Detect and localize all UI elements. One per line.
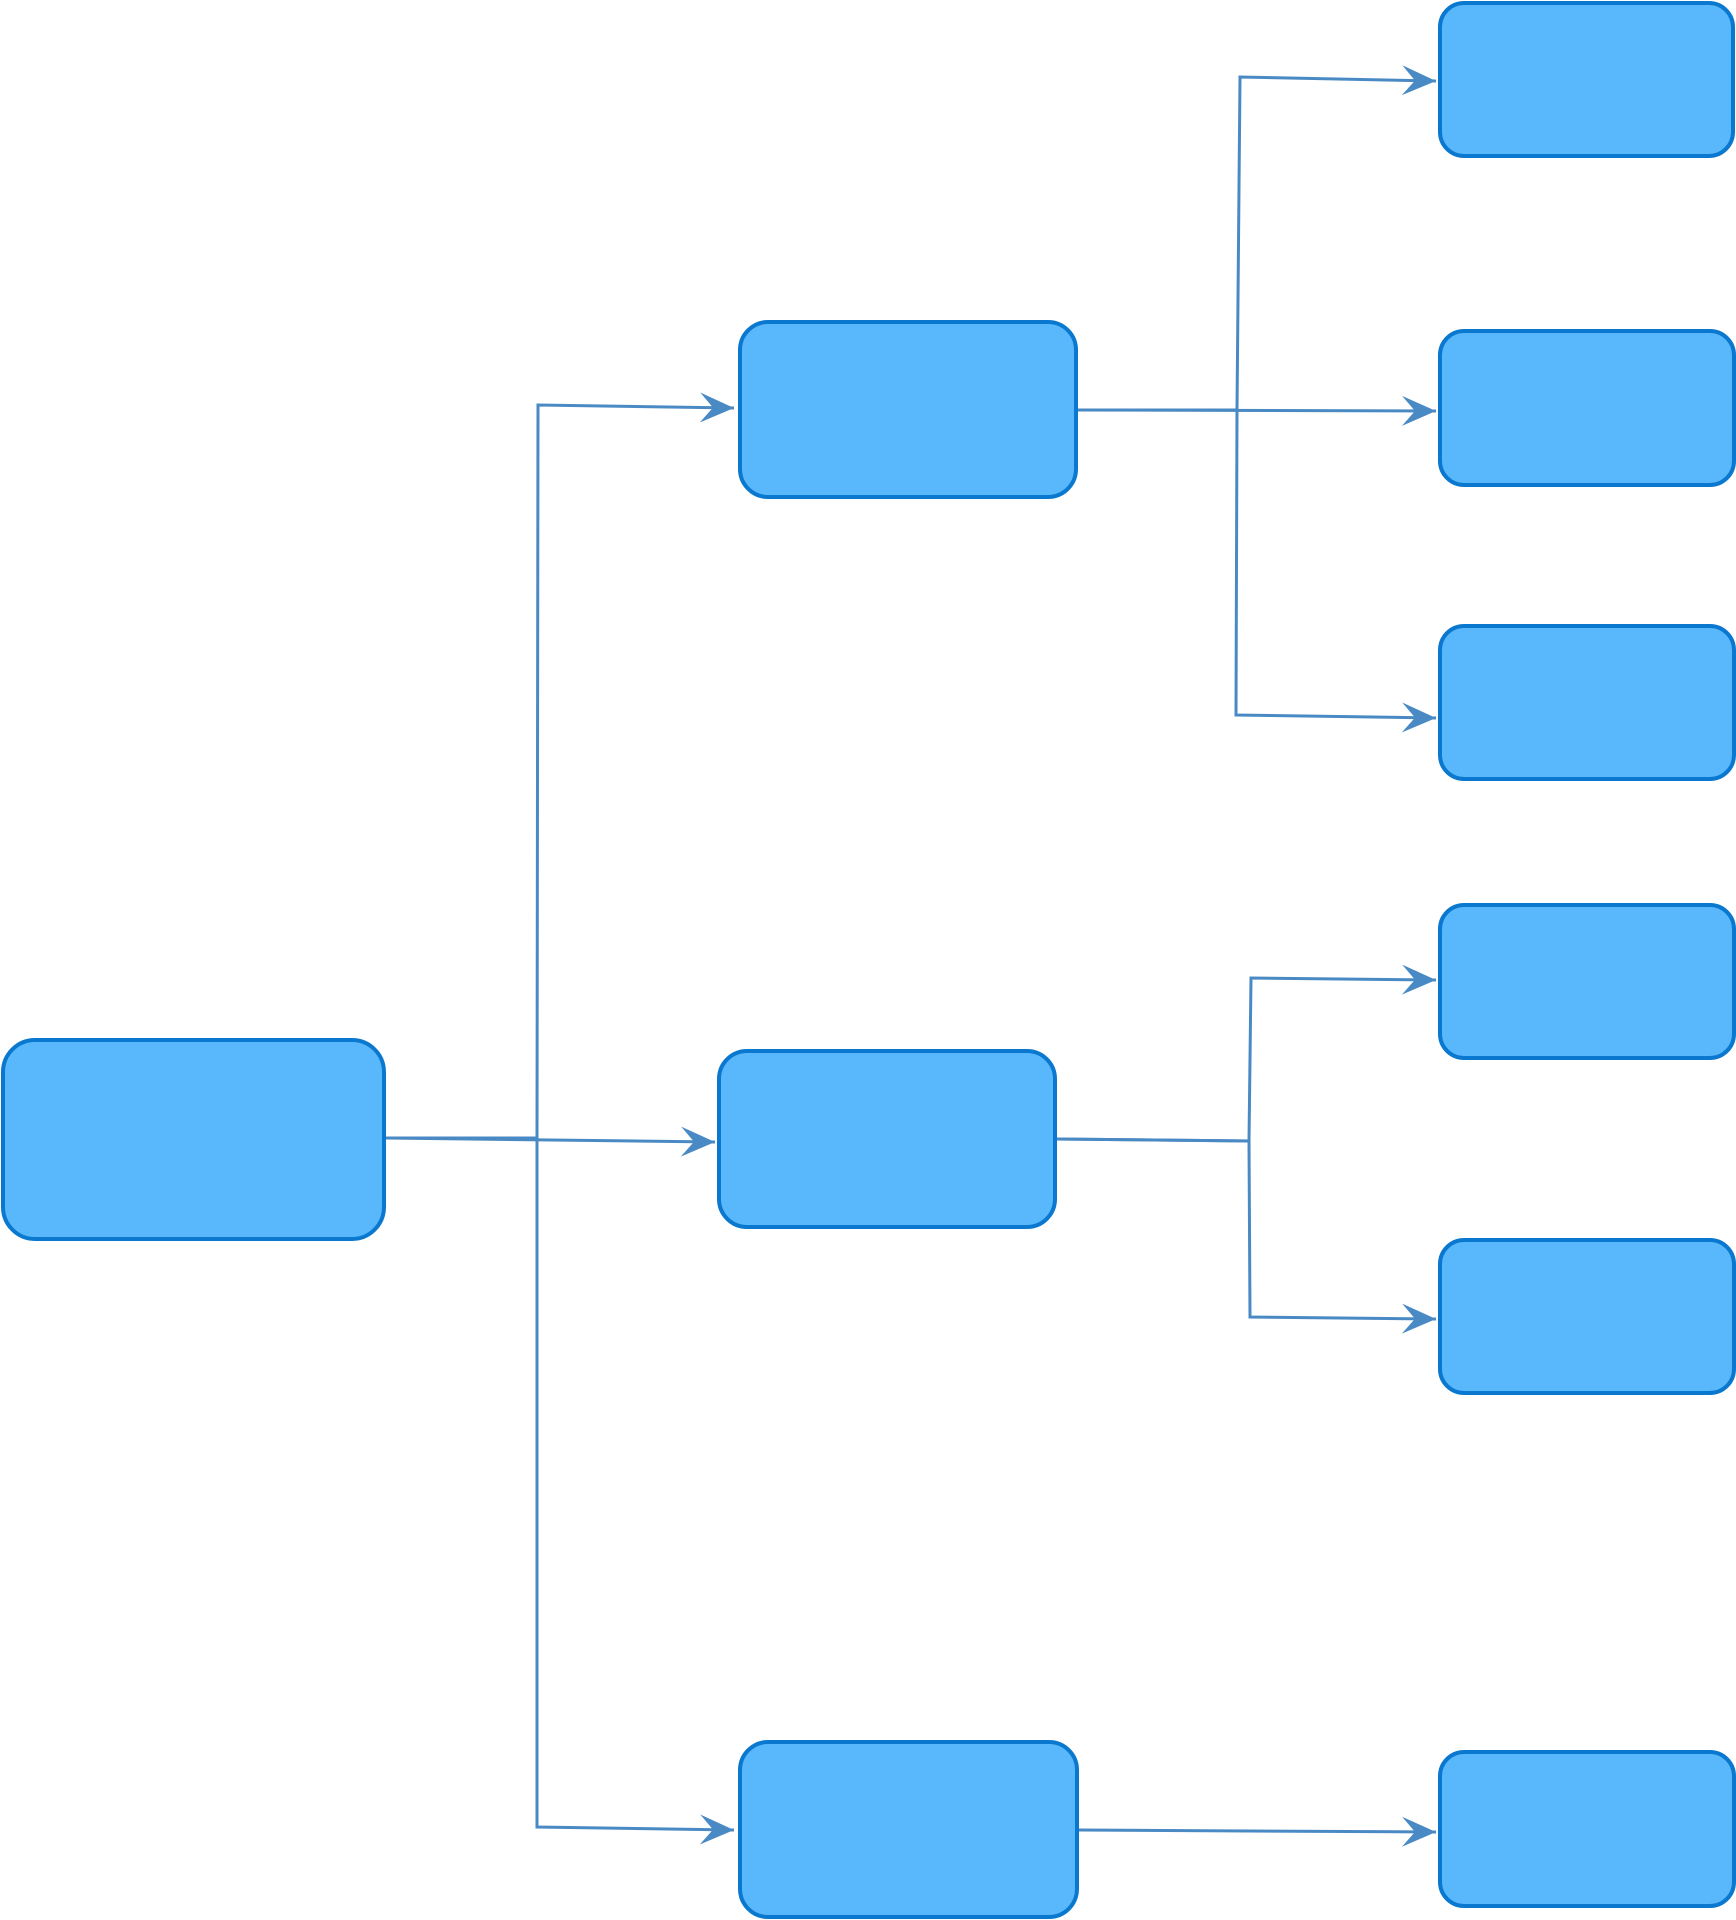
arrowhead-branch-1 [699, 392, 734, 423]
node-branch-2 [717, 1049, 1057, 1229]
node-leaf-2-1 [1438, 903, 1736, 1060]
node-box-leaf-1-1 [1438, 1, 1735, 158]
arrowhead-leaf-1-3 [1401, 702, 1436, 733]
connector-root-to-branch-1 [386, 403, 735, 1140]
node-leaf-1-3 [1438, 624, 1736, 781]
node-box-leaf-1-3 [1438, 624, 1736, 781]
node-box-leaf-3-1 [1438, 1750, 1736, 1908]
node-branch-1 [738, 320, 1078, 499]
node-box-branch-2 [717, 1049, 1057, 1229]
arrowhead-leaf-2-1 [1401, 964, 1436, 995]
node-root [1, 1038, 386, 1241]
arrowhead-leaf-1-1 [1401, 65, 1436, 96]
connectors [385, 65, 1437, 1847]
node-box-branch-1 [738, 320, 1078, 499]
arrowhead-branch-2 [680, 1126, 715, 1157]
connector-root-to-branch-3 [386, 1136, 735, 1832]
node-leaf-3-1 [1438, 1750, 1736, 1908]
node-branch-3 [738, 1740, 1079, 1919]
arrowhead-leaf-1-2 [1401, 395, 1436, 426]
connector-branch-3-to-leaf-3-1 [1078, 1828, 1437, 1834]
node-box-leaf-2-2 [1438, 1238, 1736, 1395]
node-leaf-1-1 [1438, 1, 1735, 158]
node-box-root [1, 1038, 386, 1241]
connector-branch-2-to-leaf-2-2 [1056, 1137, 1437, 1321]
node-box-branch-3 [738, 1740, 1079, 1919]
arrowhead-leaf-2-2 [1401, 1303, 1436, 1334]
arrowhead-leaf-3-1 [1401, 1816, 1436, 1847]
connector-branch-1-to-leaf-1-1 [1078, 75, 1437, 412]
node-box-leaf-1-2 [1438, 329, 1736, 487]
node-leaf-2-2 [1438, 1238, 1736, 1395]
node-box-leaf-2-1 [1438, 903, 1736, 1060]
connector-branch-2-to-leaf-2-1 [1056, 976, 1437, 1143]
connector-branch-1-to-leaf-1-3 [1078, 408, 1437, 720]
arrowhead-branch-3 [699, 1814, 734, 1845]
node-leaf-1-2 [1438, 329, 1736, 487]
